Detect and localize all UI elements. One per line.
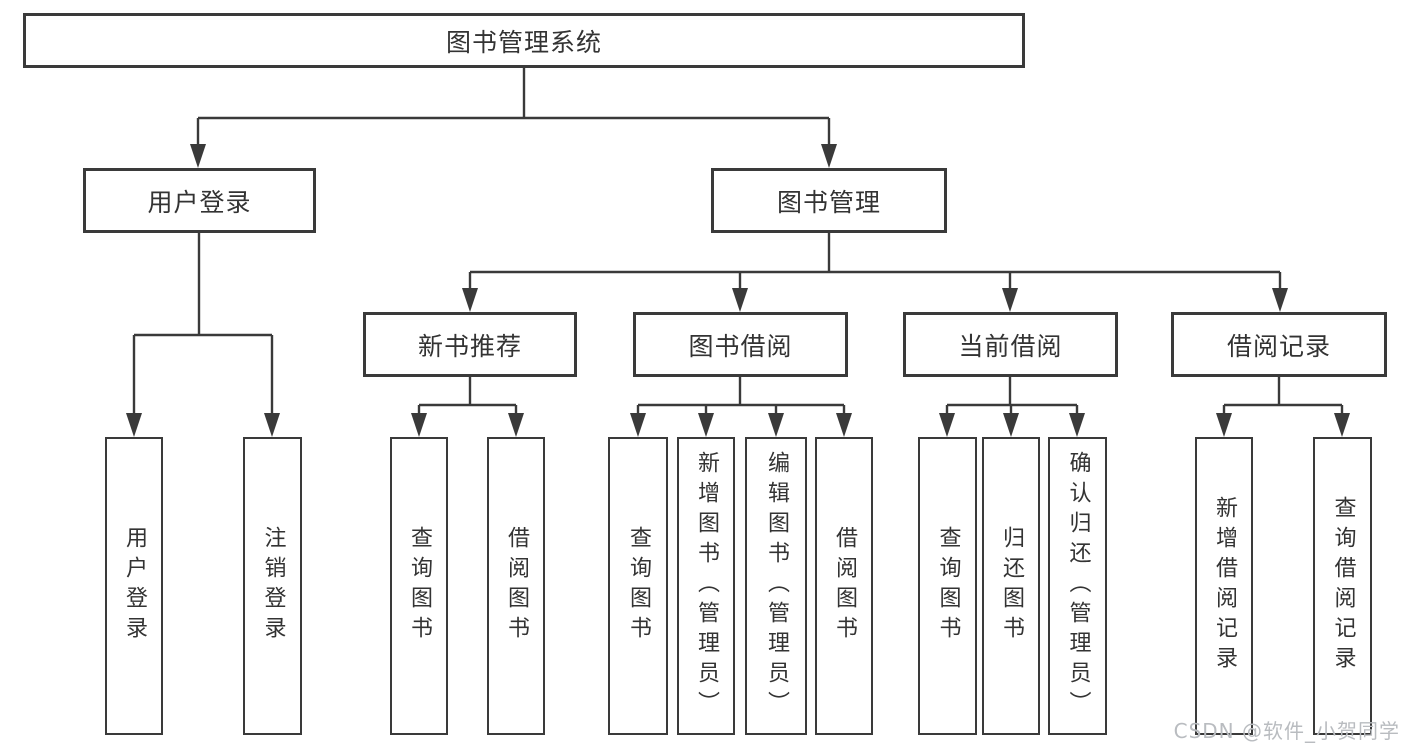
leaf-query-books-recommend: 查询图书 (390, 437, 448, 735)
leaf-return-books: 归还图书 (982, 437, 1040, 735)
leaf-user-login: 用户登录 (105, 437, 163, 735)
leaf-add-borrow-record: 新增借阅记录 (1195, 437, 1253, 735)
csdn-watermark: CSDN @软件_小贺同学 (1173, 719, 1400, 743)
node-user-login: 用户登录 (83, 168, 316, 233)
node-label: 确认归还（管理员） (1065, 451, 1091, 721)
node-label: 查询借阅记录 (1330, 496, 1356, 676)
node-label: 借阅图书 (832, 526, 857, 646)
node-label: 借阅图书 (504, 526, 529, 646)
node-label: 当前借阅 (958, 331, 1063, 361)
node-label: 查询图书 (935, 526, 961, 646)
node-label: 用户登录 (122, 526, 147, 646)
node-library-management-system: 图书管理系统 (23, 13, 1025, 68)
node-label: 新增图书（管理员） (694, 451, 719, 721)
node-label: 新增借阅记录 (1212, 496, 1237, 676)
node-label: 用户登录 (147, 187, 252, 217)
node-label: 图书管理系统 (445, 27, 602, 57)
node-label: 注销登录 (260, 526, 286, 646)
node-label: 借阅记录 (1226, 331, 1331, 361)
node-label: 图书借阅 (688, 331, 793, 361)
leaf-query-books-borrowing: 查询图书 (608, 437, 668, 735)
arrowheads (126, 144, 1350, 437)
leaf-confirm-return-admin: 确认归还（管理员） (1048, 437, 1107, 735)
node-borrowing-records: 借阅记录 (1171, 312, 1387, 377)
leaf-logout: 注销登录 (243, 437, 302, 735)
node-label: 查询图书 (407, 526, 432, 646)
node-book-management: 图书管理 (711, 168, 947, 233)
leaf-edit-book-admin: 编辑图书（管理员） (745, 437, 807, 735)
node-label: 编辑图书（管理员） (764, 451, 789, 721)
node-new-book-recommendation: 新书推荐 (363, 312, 577, 377)
leaf-add-book-admin: 新增图书（管理员） (677, 437, 735, 735)
connector-paths (132, 68, 1344, 414)
node-label: 新书推荐 (417, 331, 522, 361)
leaf-query-borrow-record: 查询借阅记录 (1313, 437, 1372, 735)
node-current-borrowing: 当前借阅 (903, 312, 1118, 377)
node-label: 查询图书 (626, 526, 651, 646)
node-book-borrowing: 图书借阅 (633, 312, 848, 377)
leaf-borrow-books-borrowing: 借阅图书 (815, 437, 873, 735)
leaf-query-books-current: 查询图书 (918, 437, 977, 735)
leaf-borrow-books-recommend: 借阅图书 (487, 437, 545, 735)
node-label: 图书管理 (776, 187, 881, 217)
node-label: 归还图书 (999, 526, 1024, 646)
